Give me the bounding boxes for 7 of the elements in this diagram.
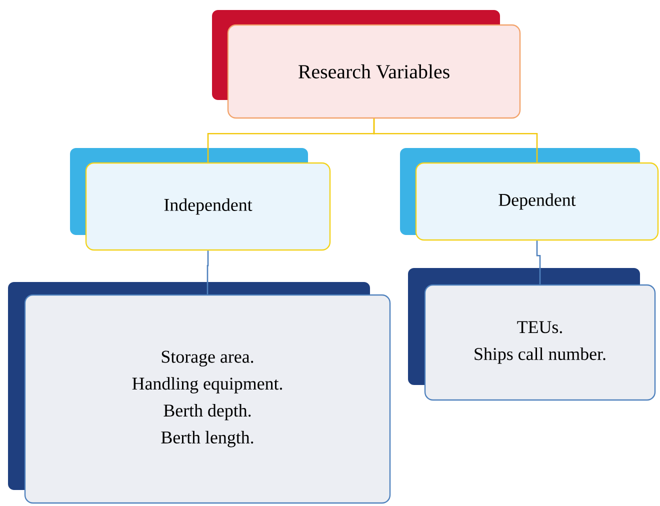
category-box: Dependent [400,148,659,241]
title-box: Research Variables [212,10,521,119]
variable-list-box: Storage area. Handling equipment. Berth depth. Berth length. [8,282,391,504]
connector-line [536,240,541,284]
variable-list-box: TEUs. Ships call number. [408,268,656,401]
connector-line [206,250,209,294]
category-box: Independent [70,148,331,251]
